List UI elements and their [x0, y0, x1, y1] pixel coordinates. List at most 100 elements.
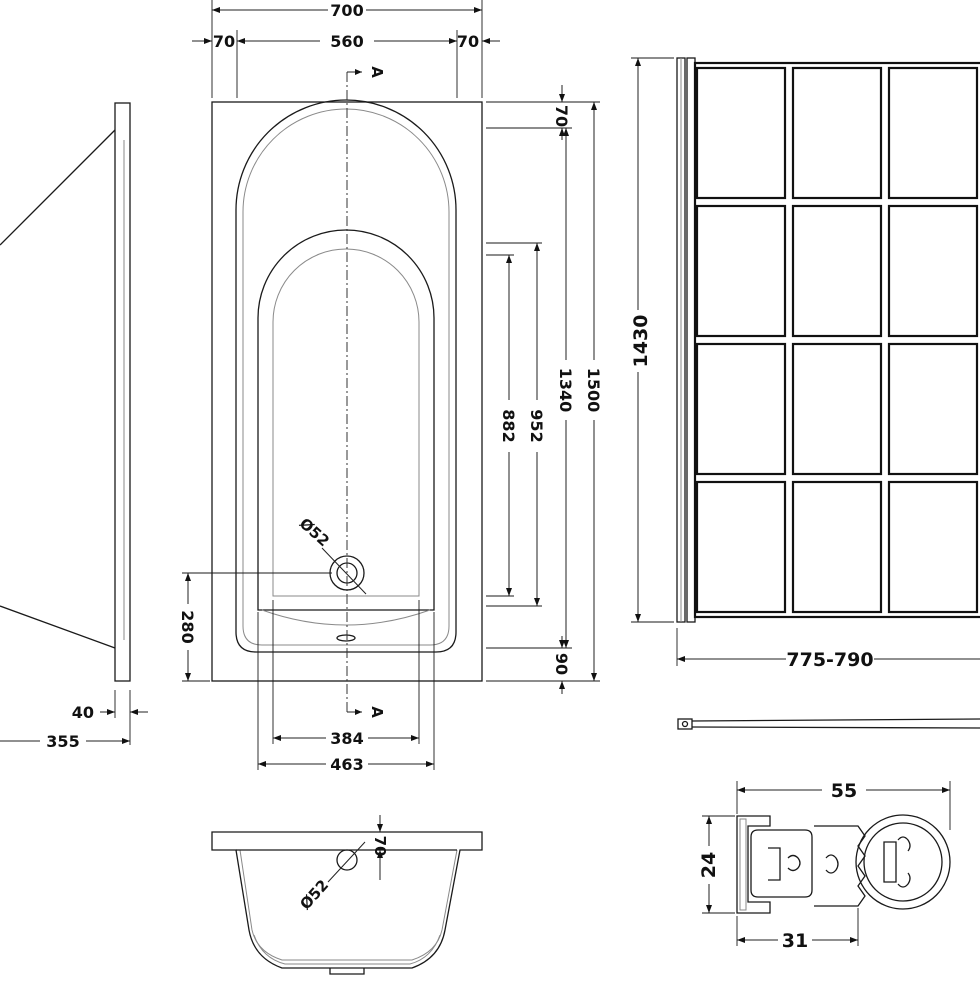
arrow-head: [355, 69, 362, 75]
screen-height-label: 1430: [630, 315, 652, 368]
overflow-icon: [336, 634, 356, 642]
side-tub-bottom-edge: [0, 605, 116, 649]
screen-profile: [686, 57, 696, 623]
screen-plan-line: [691, 726, 980, 729]
arrow-head: [850, 937, 858, 943]
waste-leader-line: [321, 547, 367, 595]
arrow-head: [426, 761, 434, 767]
profile-channel-detail: [739, 818, 747, 911]
arrow-head: [130, 709, 138, 715]
glass-pane: [791, 204, 883, 338]
glass-pane: [887, 480, 979, 614]
section-rim-depth-label: 70: [371, 836, 389, 857]
glass-pane: [695, 342, 787, 476]
profile-width-label: 24: [698, 852, 720, 878]
side-rim-thickness-label: 40: [72, 703, 94, 722]
inner-length-label: 1340: [556, 368, 575, 413]
plan-basin-outer: [235, 99, 457, 653]
floor-width-label: 384: [330, 729, 363, 748]
arrow-head: [506, 588, 512, 596]
arrow-head: [737, 787, 745, 793]
overall-width-label: 700: [330, 1, 363, 20]
arrow-head: [563, 128, 569, 136]
screen-width-range-label: 775-790: [786, 649, 873, 671]
arrow-head: [706, 816, 712, 824]
arrow-head: [482, 38, 490, 44]
profile-connector: [814, 825, 866, 907]
arrow-head: [591, 102, 597, 110]
section-view: 70 Ø52: [211, 815, 483, 975]
profile-hinge-outer: [855, 814, 951, 910]
arrow-head: [563, 640, 569, 648]
glass-pane: [887, 342, 979, 476]
side-tub-top-edge: [0, 129, 116, 246]
plan-step-curve: [261, 609, 431, 626]
arrow-head: [212, 7, 220, 13]
profile-clip-icon: [897, 836, 911, 852]
arrow-head: [559, 681, 565, 689]
plan-view: A A 700 70 560 70: [178, 0, 603, 774]
screen-frame: [693, 61, 980, 619]
arrow-head: [185, 573, 191, 581]
section-outline: [211, 831, 483, 969]
inner-width-label: 560: [330, 32, 363, 51]
arrow-head: [107, 709, 115, 715]
plan-basin-inner: [242, 108, 450, 646]
glass-pane: [695, 66, 787, 200]
section-marker-top: A: [368, 66, 386, 78]
arrow-head: [559, 640, 565, 648]
profile-clip-icon: [825, 854, 839, 874]
glass-pane: [887, 66, 979, 200]
glass-pane: [791, 480, 883, 614]
glass-pane: [887, 204, 979, 338]
waste-offset-label: 280: [178, 610, 197, 643]
inner-bottom-length-label: 882: [499, 409, 518, 442]
arrow-head: [258, 761, 266, 767]
profile-clip-icon: [787, 854, 801, 872]
glass-pane: [791, 66, 883, 200]
glass-pane: [695, 204, 787, 338]
inner-top-length-label: 952: [527, 409, 546, 442]
screen-glass-panes: [695, 66, 979, 614]
side-rim-end: [114, 102, 131, 682]
top-rim-label: 70: [552, 105, 571, 127]
profile-wall-channel: [736, 815, 771, 914]
bath-screen-view: 1430 775-790: [630, 57, 980, 730]
profile-channel-label: 31: [782, 930, 808, 952]
arrow-head: [737, 937, 745, 943]
arrow-head: [185, 673, 191, 681]
arrow-head: [677, 656, 685, 662]
arrow-head: [706, 905, 712, 913]
arrow-head: [122, 738, 130, 744]
arrow-head: [635, 58, 641, 66]
arrow-head: [204, 38, 212, 44]
profile-clip-icon: [897, 872, 911, 888]
profile-hinge-inner: [863, 822, 943, 902]
section-inner-line: [239, 849, 458, 961]
plan-floor-inner: [272, 248, 420, 597]
section-waste-diameter-label: Ø52: [296, 876, 332, 913]
rim-left-label: 70: [213, 32, 235, 51]
profile-hinge-slot: [883, 841, 897, 883]
arrow-head: [449, 38, 457, 44]
arrow-head: [559, 128, 565, 136]
bottom-rim-label: 90: [552, 653, 571, 675]
profile-rail-slot: [768, 847, 781, 881]
basin-width-label: 463: [330, 755, 363, 774]
screen-plan-line: [691, 718, 980, 722]
section-waste-outlet: [329, 968, 365, 975]
arrow-head: [506, 255, 512, 263]
arrow-head: [635, 614, 641, 622]
arrow-head: [474, 7, 482, 13]
waste-diameter-label: Ø52: [296, 514, 333, 550]
arrow-head: [377, 824, 383, 832]
arrow-head: [534, 598, 540, 606]
arrow-head: [411, 735, 419, 741]
rim-right-label: 70: [457, 32, 479, 51]
arrow-head: [273, 735, 281, 741]
plan-floor-outer: [257, 229, 435, 611]
arrow-head: [534, 243, 540, 251]
profile-rail: [750, 829, 813, 898]
arrow-head: [942, 787, 950, 793]
